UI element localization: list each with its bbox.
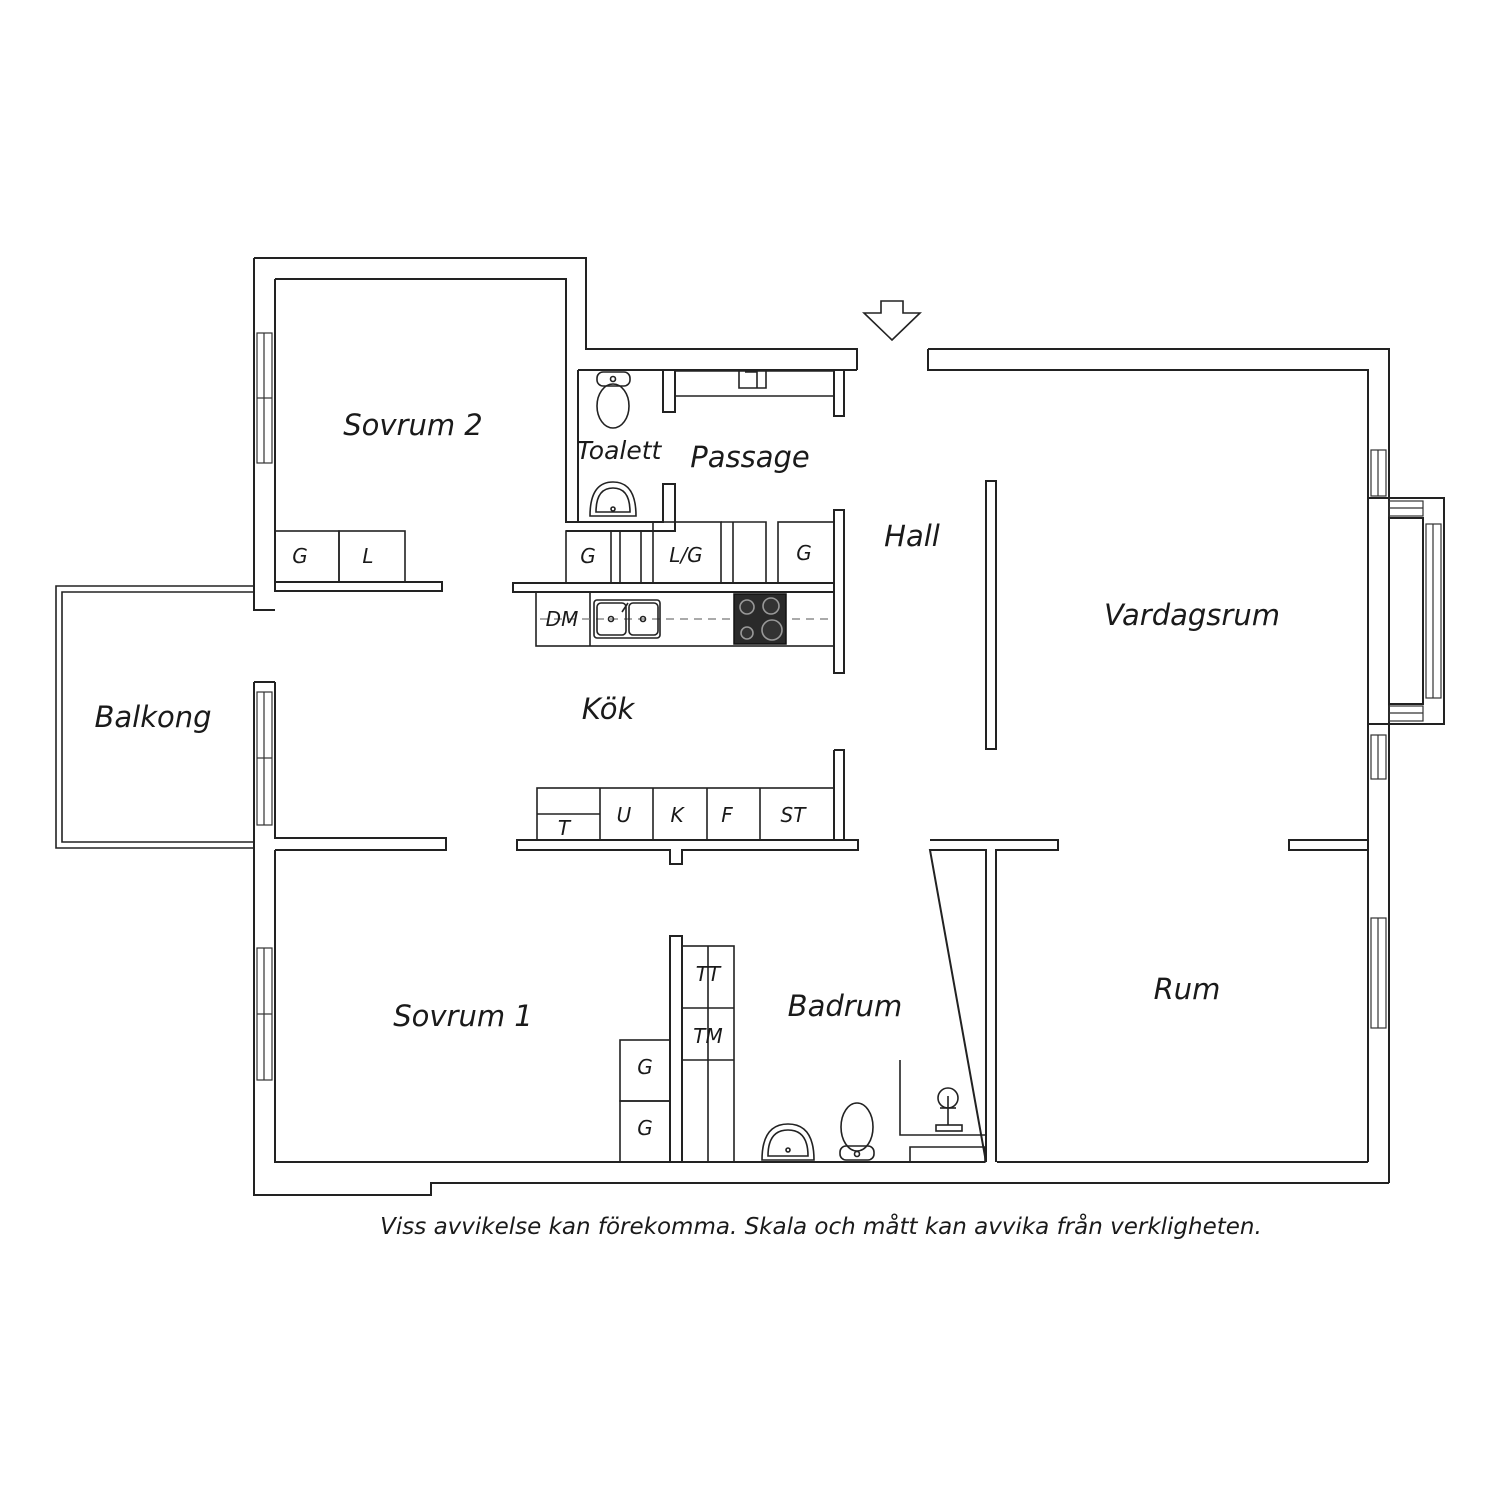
fixture-label-g: G (637, 1116, 653, 1140)
fixtures (274, 521, 835, 1163)
fixture-label-t: T (558, 816, 572, 840)
room-label-kok: Kök (582, 692, 636, 726)
room-label-hall: Hall (884, 519, 940, 553)
fixture-label-dm: DM (546, 607, 579, 631)
room-label-passage: Passage (690, 440, 810, 474)
fixture-label-st: ST (781, 803, 808, 827)
fixture-label-lg: L/G (669, 543, 702, 567)
room-label-badrum: Badrum (788, 989, 903, 1023)
room-label-vardagsrum: Vardagsrum (1104, 598, 1280, 632)
fixture-labels: G L G L/G G DM T U K F ST TT TM G G (292, 541, 812, 1140)
fixture-label-l: L (362, 544, 373, 568)
fixture-label-tt: TT (696, 962, 722, 986)
walls (55, 257, 1390, 1196)
basin-icon (589, 481, 637, 517)
fixture-label-g: G (580, 544, 596, 568)
sanitary (589, 371, 963, 1161)
room-label-sovrum-1: Sovrum 1 (393, 999, 533, 1033)
entrance-arrow-icon (862, 300, 922, 342)
fixture-label-g: G (637, 1055, 653, 1079)
room-label-rum: Rum (1154, 972, 1221, 1006)
fixture-label-k: K (670, 803, 685, 827)
room-label-sovrum-2: Sovrum 2 (343, 408, 483, 442)
room-label-balkong: Balkong (94, 700, 211, 734)
shower-icon (935, 1087, 963, 1132)
fixture-label-g: G (292, 544, 308, 568)
toilet-icon (596, 371, 631, 429)
bathroom-basin-icon (761, 1123, 815, 1161)
room-labels: Sovrum 2 Toalett Passage Hall Vardagsrum… (94, 408, 1280, 1033)
disclaimer-note: Viss avvikelse kan förekomma. Skala och … (380, 1212, 1262, 1240)
fixture-label-g: G (796, 541, 812, 565)
fixture-label-f: F (721, 803, 733, 827)
bathroom-toilet-icon (839, 1102, 875, 1161)
fixture-label-tm: TM (693, 1024, 722, 1048)
room-label-toalett: Toalett (577, 436, 663, 465)
windows (256, 332, 1445, 1081)
fixture-label-u: U (617, 803, 632, 827)
